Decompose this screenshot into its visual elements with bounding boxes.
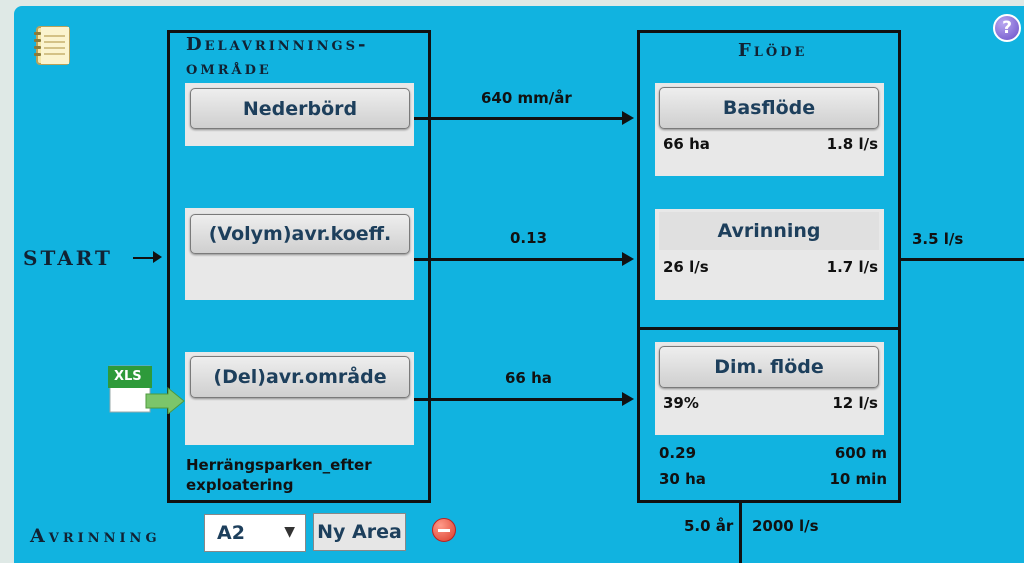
start-arrow-head: [153, 251, 162, 263]
area-name-line1: Herrängsparken_efter: [186, 456, 372, 474]
area-name-line2: exploatering: [186, 476, 294, 494]
start-arrow-line: [133, 257, 158, 259]
runoff-coefficient-button[interactable]: (Volym)avr.koeff.: [190, 214, 410, 254]
basflode-area: 66 ha: [663, 135, 710, 153]
nederbord-button[interactable]: Nederbörd: [190, 88, 410, 129]
area-connector: [414, 398, 624, 401]
flow-title: Flöde: [738, 40, 808, 61]
area-select[interactable]: A2 ▼: [204, 514, 306, 552]
dim-total-flow-value: 2000 l/s: [752, 517, 819, 535]
subcatchment-box: [167, 30, 431, 503]
dim-output-connector: [739, 503, 742, 563]
area-arrowhead: [622, 392, 634, 406]
coeff-connector: [414, 258, 624, 261]
dim-time: 10 min: [829, 470, 887, 488]
start-label: START: [23, 246, 113, 270]
new-area-button[interactable]: Ny Area: [313, 513, 406, 551]
area-select-value: A2: [217, 522, 245, 544]
return-period-value: 5.0 år: [684, 517, 734, 535]
avrinning-label: Avrinning: [717, 220, 821, 242]
dim-flow-button[interactable]: Dim. flöde: [659, 346, 879, 388]
precip-value: 640 mm/år: [481, 89, 572, 107]
chevron-down-icon: ▼: [284, 524, 295, 540]
subcatchment-area-button[interactable]: (Del)avr.område: [190, 356, 410, 398]
help-label: ?: [1002, 18, 1012, 38]
basflode-flow: 1.8 l/s: [826, 135, 878, 153]
dim-length: 600 m: [834, 444, 887, 462]
dim-coef: 0.29: [659, 444, 697, 462]
xls-label: XLS: [114, 369, 142, 384]
precip-arrowhead: [622, 111, 634, 125]
avrinning-left-value: 26 l/s: [663, 258, 709, 276]
dim-flow-value: 12 l/s: [832, 394, 878, 412]
notebook-icon[interactable]: [32, 24, 72, 66]
flow-box: [637, 30, 901, 503]
avrinning-right-value: 1.7 l/s: [826, 258, 878, 276]
precip-connector: [414, 117, 624, 120]
remove-area-icon[interactable]: [432, 518, 456, 542]
coeff-arrowhead: [622, 252, 634, 266]
subcatchment-title-line2: område: [186, 58, 272, 79]
minus-bar: [438, 529, 450, 532]
avrinning-section-label: Avrinning: [30, 525, 161, 547]
dim-area: 30 ha: [659, 470, 706, 488]
coeff-value: 0.13: [510, 229, 548, 247]
flow-box-divider: [637, 327, 901, 330]
subcatchment-title-line1: Delavrinnings-: [186, 34, 369, 55]
dim-percent: 39%: [663, 394, 699, 412]
help-icon[interactable]: ?: [993, 14, 1021, 42]
xls-import-icon[interactable]: XLS: [106, 364, 186, 416]
avrinning-header: Avrinning: [659, 212, 879, 250]
area-value: 66 ha: [505, 369, 552, 387]
basflode-button[interactable]: Basflöde: [659, 87, 879, 129]
total-flow-connector: [901, 258, 1024, 261]
total-flow-value: 3.5 l/s: [912, 230, 964, 248]
